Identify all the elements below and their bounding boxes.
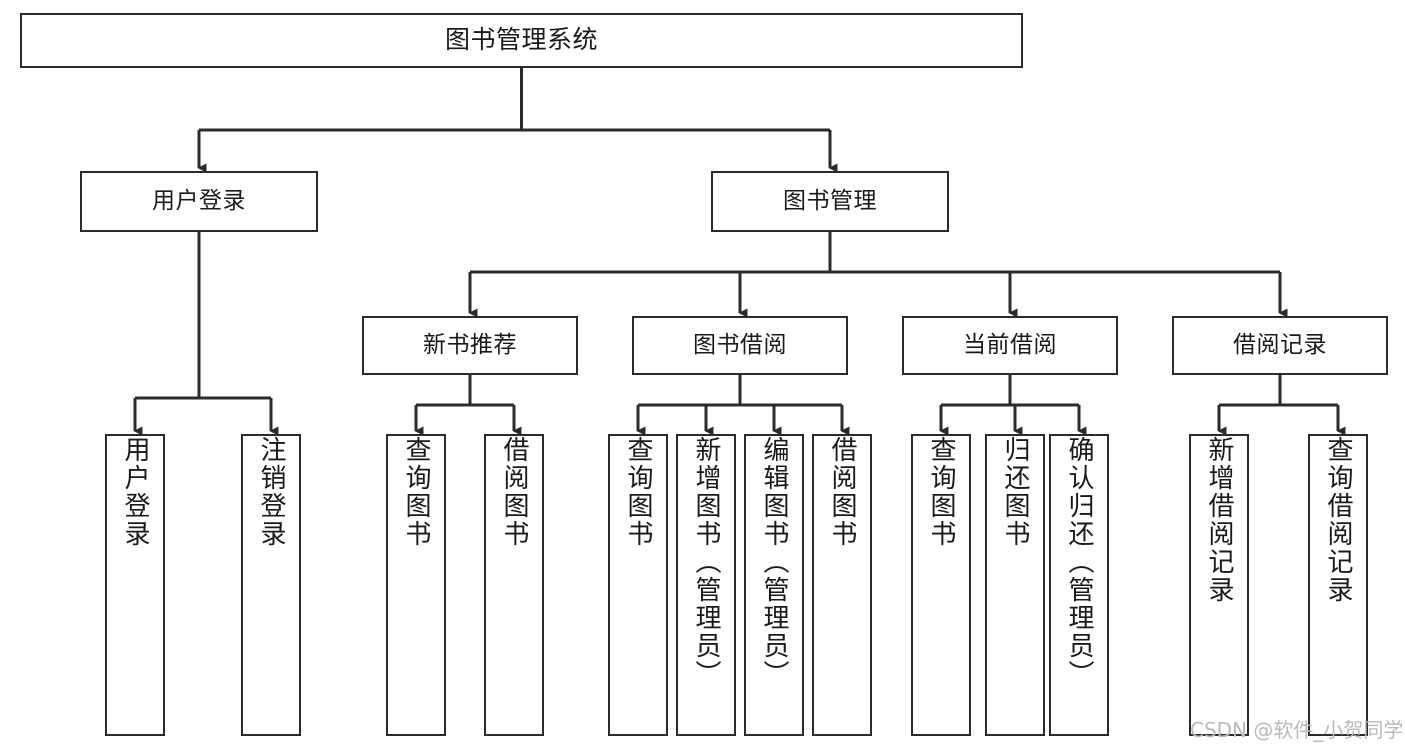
node-book-borrow[interactable]: 图书借阅 <box>632 316 848 375</box>
node-leaf-query-book-2[interactable]: 查询图书 <box>608 434 668 736</box>
node-leaf-add-record[interactable]: 新增借阅记录 <box>1189 434 1249 736</box>
node-label: 新增借阅记录 <box>1204 436 1234 604</box>
node-label: 当前借阅 <box>963 332 1057 359</box>
node-borrow-record[interactable]: 借阅记录 <box>1172 316 1388 375</box>
node-leaf-query-book-3[interactable]: 查询图书 <box>911 434 971 736</box>
node-leaf-query-book-1[interactable]: 查询图书 <box>386 434 446 736</box>
node-label: 确认归还（管理员） <box>1064 436 1094 688</box>
node-leaf-borrow-book-2[interactable]: 借阅图书 <box>812 434 872 736</box>
node-label: 查询借阅记录 <box>1323 436 1353 604</box>
node-current-borrow[interactable]: 当前借阅 <box>902 316 1118 375</box>
node-label: 编辑图书（管理员） <box>759 436 789 688</box>
node-label: 图书管理系统 <box>444 25 598 55</box>
node-leaf-add-book[interactable]: 新增图书（管理员） <box>676 434 736 736</box>
node-label: 查询图书 <box>401 436 431 548</box>
node-label: 用户登录 <box>120 436 150 548</box>
node-label: 新增图书（管理员） <box>691 436 721 688</box>
node-label: 查询图书 <box>623 436 653 548</box>
node-label: 注销登录 <box>256 436 286 548</box>
node-leaf-query-record[interactable]: 查询借阅记录 <box>1308 434 1368 736</box>
node-label: 借阅记录 <box>1233 332 1327 359</box>
node-leaf-return-book[interactable]: 归还图书 <box>985 434 1045 736</box>
node-leaf-borrow-book-1[interactable]: 借阅图书 <box>484 434 544 736</box>
node-label: 借阅图书 <box>827 436 857 548</box>
watermark-text: CSDN @软件_小贺同学 <box>1190 718 1404 742</box>
node-user-login[interactable]: 用户登录 <box>80 171 318 232</box>
node-new-book-recommend[interactable]: 新书推荐 <box>362 316 578 375</box>
node-label: 借阅图书 <box>499 436 529 548</box>
node-label: 归还图书 <box>1000 436 1030 548</box>
node-label: 新书推荐 <box>423 332 517 359</box>
node-leaf-edit-book[interactable]: 编辑图书（管理员） <box>744 434 804 736</box>
node-leaf-confirm-return[interactable]: 确认归还（管理员） <box>1049 434 1109 736</box>
node-leaf-logout-login[interactable]: 注销登录 <box>241 434 301 736</box>
node-label: 图书借阅 <box>693 332 787 359</box>
node-leaf-user-login[interactable]: 用户登录 <box>105 434 165 736</box>
node-book-manage[interactable]: 图书管理 <box>711 171 949 232</box>
node-label: 查询图书 <box>926 436 956 548</box>
node-root[interactable]: 图书管理系统 <box>20 13 1023 68</box>
node-label: 图书管理 <box>783 188 877 215</box>
node-label: 用户登录 <box>152 188 246 215</box>
